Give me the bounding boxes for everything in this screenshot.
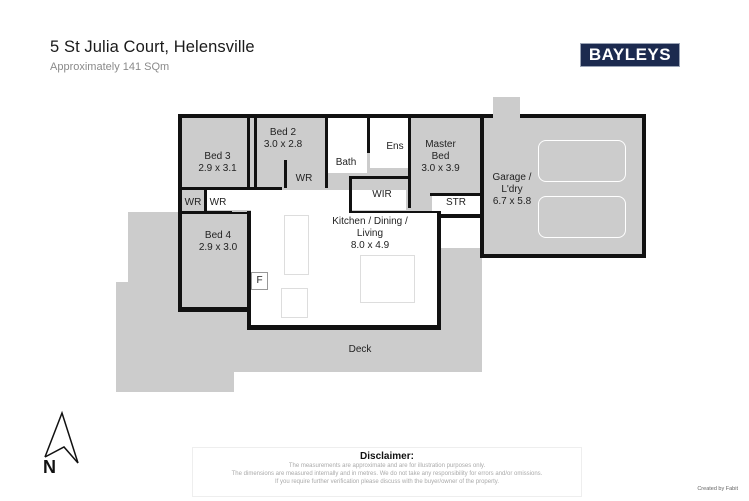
wr1-label: WR: [184, 197, 202, 208]
car-icon: [538, 196, 626, 238]
north-arrow-icon: [44, 410, 79, 464]
str-room: [432, 196, 480, 214]
deck-label: Deck: [348, 344, 372, 355]
compass-label: N: [43, 457, 56, 477]
wall: [325, 118, 328, 188]
bath-room: [327, 118, 367, 173]
wr2-label: WR: [209, 197, 227, 208]
wir-label: WIR: [372, 189, 392, 200]
kitchen-living-room: [251, 213, 437, 325]
bayleys-logo: BAYLEYS: [580, 43, 680, 67]
dining-table-icon: [281, 288, 308, 318]
wall: [204, 190, 207, 212]
bath-label: Bath: [335, 157, 357, 168]
wr-bed2-label: WR: [295, 173, 313, 184]
fridge-box: [251, 272, 268, 290]
disclaimer-title: Disclaimer:: [360, 451, 414, 462]
disclaimer-line: The measurements are approximate and are…: [288, 463, 486, 469]
disclaimer-box: Disclaimer: The measurements are approxi…: [192, 447, 582, 497]
car-icon: [538, 140, 626, 182]
wall: [349, 176, 409, 179]
wall: [254, 118, 257, 188]
ensuite-room: [370, 118, 408, 168]
property-address: 5 St Julia Court, Helensville: [50, 38, 255, 56]
disclaimer-line: If you require further verification plea…: [274, 479, 499, 485]
wall: [408, 118, 411, 208]
wall: [247, 118, 250, 188]
compass: N: [40, 405, 80, 485]
disclaimer-line: The dimensions are measured internally a…: [231, 471, 543, 477]
deck-area-bottom: [116, 370, 234, 392]
created-by: Created by Fabit: [697, 486, 738, 492]
str-label: STR: [446, 197, 466, 208]
bed4-room: [182, 214, 247, 307]
kitchen-island-icon: [284, 215, 309, 275]
property-area: Approximately 141 SQm: [50, 61, 170, 73]
ens-label: Ens: [386, 141, 404, 152]
fridge-label: F: [256, 275, 263, 286]
garage-entry: [493, 97, 520, 119]
corridor-join: [251, 190, 349, 214]
wall: [430, 193, 482, 196]
bed3-room: [183, 119, 247, 187]
wall: [284, 160, 287, 188]
wall: [367, 118, 370, 153]
wall: [349, 178, 352, 211]
sofa-icon: [360, 255, 415, 303]
wall: [182, 187, 282, 190]
